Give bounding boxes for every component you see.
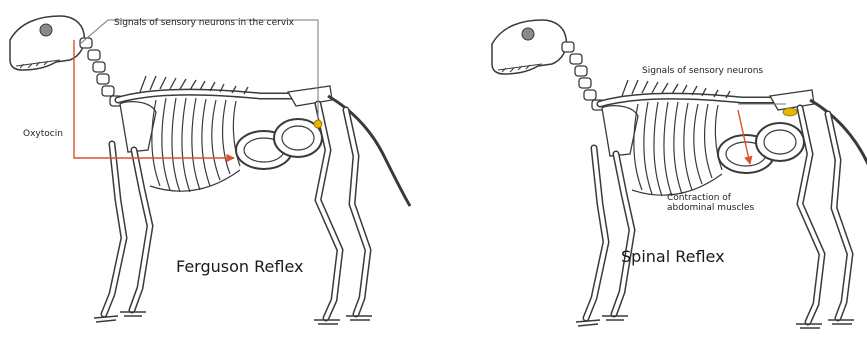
muscle-contraction-label-line1: Contraction of [667, 193, 754, 203]
muscle-contraction-label-line2: abdominal muscles [667, 203, 754, 213]
muscle-contraction-label: Contraction of abdominal muscles [667, 193, 754, 214]
left-cervix-nerve-dot [314, 120, 322, 128]
left-sensory-signal-label: Signals of sensory neurons in the cervix [114, 18, 294, 28]
right-sensory-signal-label: Signals of sensory neurons [642, 66, 763, 76]
spinal-reflex-title: Spinal Reflex [621, 248, 725, 266]
left-dog-skeleton [10, 16, 410, 324]
oxytocin-label: Oxytocin [23, 129, 63, 139]
ferguson-reflex-title: Ferguson Reflex [176, 258, 303, 276]
right-spinal-nerve-dot [783, 108, 797, 116]
